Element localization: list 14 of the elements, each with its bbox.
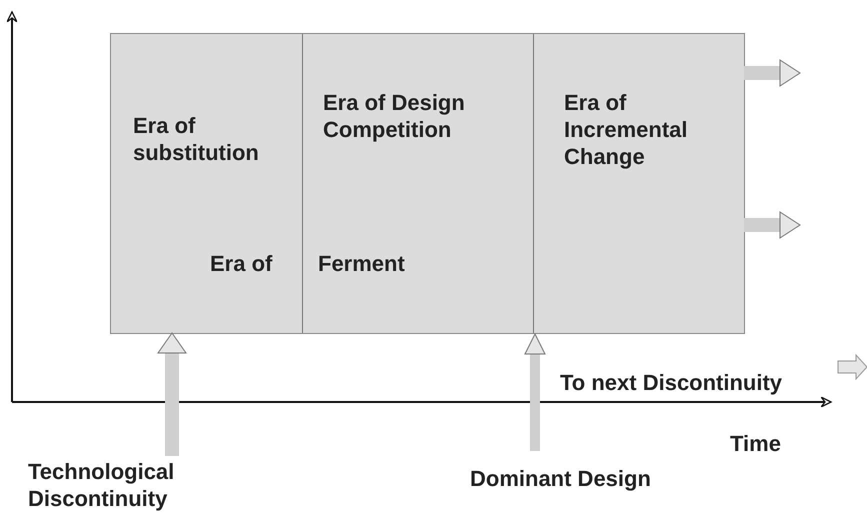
era-label: Era of substitution xyxy=(133,112,260,166)
phase-label: Ferment xyxy=(318,250,405,277)
block-arrow xyxy=(524,334,546,451)
axis-title: Time xyxy=(730,430,781,457)
event-label: Technological Discontinuity xyxy=(28,458,176,512)
block-arrow xyxy=(744,212,800,238)
block-arrow xyxy=(744,60,800,86)
event-label: Dominant Design xyxy=(470,465,652,492)
era-label: Era of Design Competition xyxy=(323,89,466,143)
timeline-box xyxy=(110,33,745,334)
era-label: Era of Incremental Change xyxy=(564,89,688,170)
axis-note: To next Discontinuity xyxy=(560,369,782,396)
block-arrow xyxy=(158,332,186,456)
phase-label: Era of xyxy=(210,250,272,277)
